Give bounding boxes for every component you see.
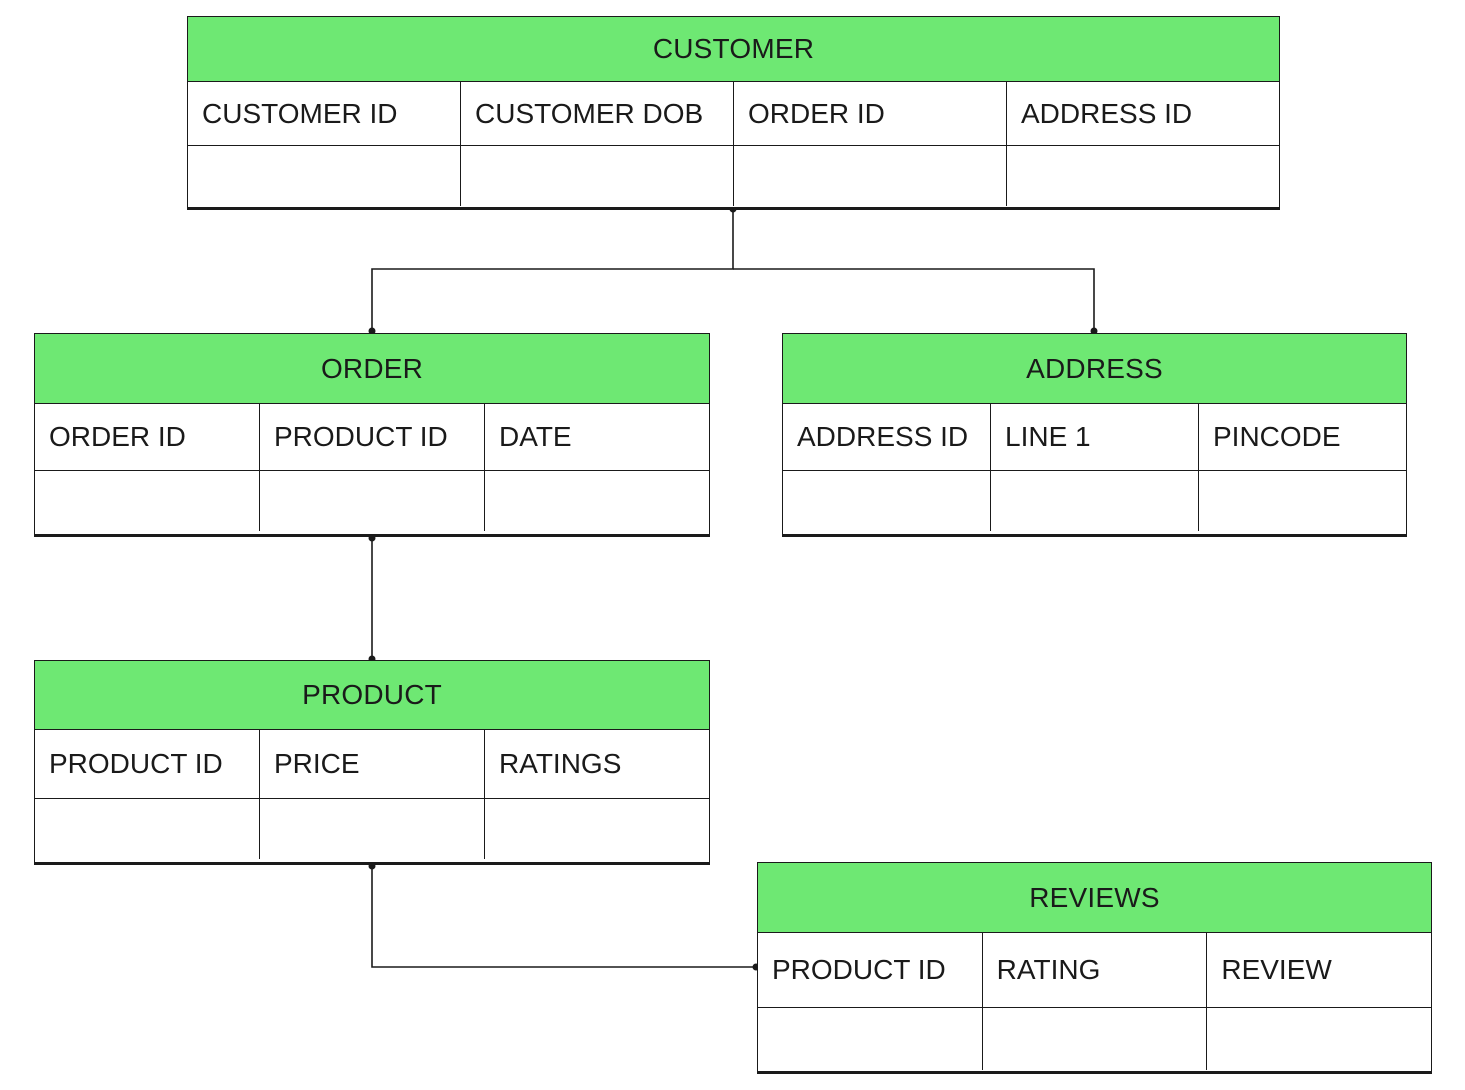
- column-product-id[interactable]: PRODUCT ID: [758, 933, 983, 1007]
- column-header-row: PRODUCT ID PRICE RATINGS: [35, 730, 709, 799]
- column-order-id[interactable]: ORDER ID: [35, 404, 260, 470]
- entity-title: CUSTOMER: [188, 17, 1279, 82]
- column-product-id[interactable]: PRODUCT ID: [35, 730, 260, 798]
- entity-title: PRODUCT: [35, 661, 709, 730]
- empty-data-row: [188, 146, 1279, 206]
- column-address-id[interactable]: ADDRESS ID: [783, 404, 991, 470]
- entity-product[interactable]: PRODUCT PRODUCT ID PRICE RATINGS: [34, 660, 710, 865]
- column-price[interactable]: PRICE: [260, 730, 485, 798]
- empty-data-row: [758, 1008, 1431, 1070]
- entity-address[interactable]: ADDRESS ADDRESS ID LINE 1 PINCODE: [782, 333, 1407, 537]
- empty-data-row: [35, 799, 709, 859]
- empty-cell[interactable]: [485, 799, 709, 859]
- column-date[interactable]: DATE: [499, 421, 572, 452]
- column-header-row: ORDER ID PRODUCT ID DATE: [35, 404, 709, 471]
- column-header-row: CUSTOMER ID CUSTOMER DOB ORDER ID ADDRES…: [188, 82, 1279, 146]
- connector-product-reviews: [371, 866, 756, 968]
- column-review[interactable]: REVIEW: [1221, 954, 1332, 985]
- entity-customer[interactable]: CUSTOMER CUSTOMER ID CUSTOMER DOB ORDER …: [187, 16, 1280, 210]
- column-order-id[interactable]: ORDER ID: [734, 82, 1007, 145]
- column-header-row: ADDRESS ID LINE 1 PINCODE: [783, 404, 1406, 471]
- column-address-id[interactable]: ADDRESS ID: [1021, 97, 1193, 129]
- empty-cell[interactable]: [1199, 471, 1406, 531]
- empty-cell[interactable]: [260, 471, 485, 531]
- empty-cell[interactable]: [983, 1008, 1208, 1070]
- empty-cell[interactable]: [35, 471, 260, 531]
- empty-data-row: [783, 471, 1406, 531]
- column-customer-dob[interactable]: CUSTOMER DOB: [461, 82, 734, 145]
- empty-cell[interactable]: [485, 471, 709, 531]
- empty-data-row: [35, 471, 709, 531]
- connector-customer-address: [733, 268, 1095, 331]
- column-pincode[interactable]: PINCODE: [1213, 421, 1341, 452]
- column-customer-id[interactable]: CUSTOMER ID: [188, 82, 461, 145]
- empty-cell[interactable]: [783, 471, 991, 531]
- entity-title: ORDER: [35, 334, 709, 404]
- empty-cell[interactable]: [734, 146, 1007, 206]
- connector-customer-order: [371, 209, 734, 331]
- entity-title: ADDRESS: [783, 334, 1406, 404]
- column-product-id[interactable]: PRODUCT ID: [260, 404, 485, 470]
- empty-cell[interactable]: [260, 799, 485, 859]
- empty-cell[interactable]: [188, 146, 461, 206]
- entity-reviews[interactable]: REVIEWS PRODUCT ID RATING REVIEW: [757, 862, 1432, 1074]
- empty-cell[interactable]: [35, 799, 260, 859]
- entity-order[interactable]: ORDER ORDER ID PRODUCT ID DATE: [34, 333, 710, 537]
- entity-title: REVIEWS: [758, 863, 1431, 933]
- empty-cell[interactable]: [758, 1008, 983, 1070]
- column-header-row: PRODUCT ID RATING REVIEW: [758, 933, 1431, 1008]
- empty-cell[interactable]: [991, 471, 1199, 531]
- empty-cell[interactable]: [461, 146, 734, 206]
- empty-cell[interactable]: [1207, 1008, 1431, 1070]
- column-line-1[interactable]: LINE 1: [991, 404, 1199, 470]
- column-rating[interactable]: RATING: [983, 933, 1208, 1007]
- column-ratings[interactable]: RATINGS: [499, 748, 622, 779]
- empty-cell[interactable]: [1007, 146, 1279, 206]
